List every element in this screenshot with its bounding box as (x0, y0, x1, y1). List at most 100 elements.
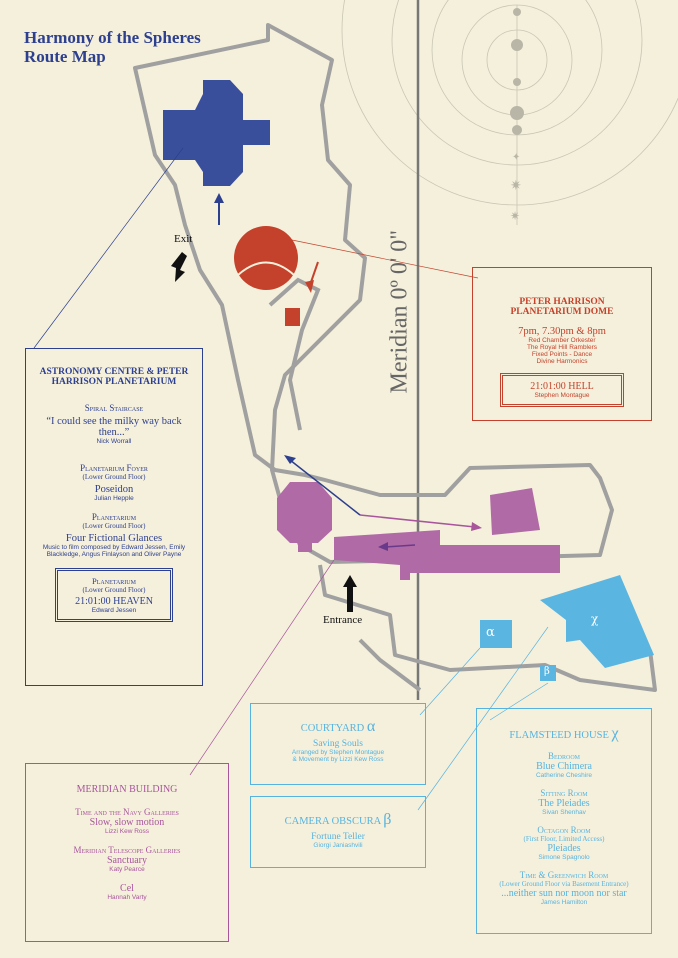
flamsteed-item-title: Pleiades (547, 843, 581, 854)
entrance-label: Entrance (323, 614, 363, 626)
camera-obscura-heading: CAMERA OBSCURA β (251, 811, 425, 829)
flamsteed-title: FLAMSTEED HOUSE (509, 730, 609, 741)
flamsteed-item-note: (First Floor, Limited Access) (523, 835, 605, 843)
dome-feature-title: 21:01:00 HELL (530, 381, 594, 392)
exit-arrow-icon (171, 252, 187, 282)
astro-item: Spiral Staircase “I could see the milky … (26, 403, 202, 445)
camera-obscura-credit: Giorgi Janiashvili (313, 842, 363, 849)
astro-item-title: Poseidon (94, 484, 134, 495)
astro-feature-note: (Lower Ground Floor) (82, 586, 146, 594)
dome-act: Divine Harmonics (536, 358, 588, 365)
svg-text:✷: ✷ (510, 209, 520, 223)
astro-item-credit: Music to film composed by Edward Jessen,… (42, 544, 186, 558)
flamsteed-item-location: Time & Greenwich Room (519, 870, 609, 880)
camera-obscura-symbol: β (383, 811, 392, 828)
meridian-item-credit: Hannah Varty (107, 894, 147, 901)
orrery-planets: ✷ ✷ ✦ (510, 8, 524, 223)
courtyard-credit-2: & Movement by Lizzi Kew Ross (292, 756, 384, 763)
courtyard-symbol: α (366, 718, 376, 735)
title-line-1: Harmony of the Spheres (24, 28, 201, 47)
route-inner-wall (268, 277, 321, 431)
meridian-label: Meridian 0º 0' 0" (386, 229, 413, 394)
astro-title-1: ASTRONOMY CENTRE & PETER (39, 367, 189, 377)
meridian-item: Cel Hannah Varty (26, 883, 228, 901)
flamsteed-item-credit: Catherine Cheshire (535, 772, 592, 779)
astro-item-credit: Nick Worrall (96, 438, 132, 445)
flamsteed-item-title: The Pleiades (538, 798, 590, 809)
dome-act: Red Chamber Orkester (528, 337, 596, 344)
courtyard-credit-1: Arranged by Stephen Montague (291, 749, 385, 756)
dome-connector (291, 239, 479, 279)
astro-title-2: HARRISON PLANETARIUM (51, 377, 177, 387)
astro-item-title: Four Fictional Glances (65, 533, 163, 544)
planetarium-dome-building (234, 226, 298, 290)
flamsteed-item-title: Blue Chimera (536, 761, 592, 772)
page-title: Harmony of the Spheres Route Map (24, 28, 201, 66)
flamsteed-item-location: Sitting Room (540, 788, 588, 798)
flamsteed-item-credit: Sivan Shenhav (542, 809, 586, 816)
svg-text:✷: ✷ (510, 178, 522, 194)
flamsteed-heading: FLAMSTEED HOUSE χ (477, 725, 651, 743)
camera-obscura-panel: CAMERA OBSCURA β Fortune Teller Giorgi J… (250, 796, 426, 868)
astronomy-centre-building (163, 80, 270, 186)
flamsteed-item-note: (Lower Ground Floor via Basement Entranc… (499, 880, 629, 888)
camera-obscura-marker (540, 665, 556, 681)
dome-feature-credit: Stephen Montague (534, 392, 590, 399)
astro-feature-title: 21:01:00 HEAVEN (75, 596, 153, 607)
astro-feature-location: Planetarium (92, 576, 136, 586)
astro-item-credit: Julian Hepple (94, 495, 134, 502)
beta-marker-label: β (544, 666, 550, 677)
meridian-building-main (334, 530, 560, 580)
camera-obscura-title: CAMERA OBSCURA (284, 816, 381, 827)
astro-item-location: Planetarium (91, 512, 137, 522)
alpha-marker-label: α (486, 625, 495, 640)
astro-item: Planetarium (Lower Ground Floor) Four Fi… (26, 512, 202, 558)
astro-item-note: (Lower Ground Floor) (82, 522, 146, 530)
dome-act: Fixed Points - Dance (531, 351, 593, 358)
meridian-building-east (490, 488, 540, 535)
svg-text:✦: ✦ (512, 152, 520, 163)
meridian-title: MERIDIAN BUILDING (76, 784, 178, 795)
flamsteed-item-location: Octagon Room (537, 825, 591, 835)
meridian-item-credit: Katy Pearce (109, 866, 145, 873)
meridian-item-title: Slow, slow motion (89, 817, 165, 828)
astro-feature-credit: Edward Jessen (91, 607, 137, 614)
flamsteed-house-panel: FLAMSTEED HOUSE χ Bedroom Blue Chimera C… (476, 708, 652, 934)
courtyard-panel: COURTYARD α Saving Souls Arranged by Ste… (250, 703, 426, 785)
meridian-item-location: Time and the Navy Galleries (75, 807, 179, 817)
flamsteed-item: Time & Greenwich Room (Lower Ground Floo… (477, 870, 651, 906)
planetarium-dome-panel: PETER HARRISON PLANETARIUM DOME 7pm, 7.3… (472, 267, 652, 421)
flamsteed-symbol: χ (611, 725, 619, 742)
meridian-item-credit: Lizzi Kew Ross (104, 828, 150, 835)
planetarium-annex (285, 308, 300, 326)
meridian-building-panel: MERIDIAN BUILDING Time and the Navy Gall… (25, 763, 229, 942)
dome-act: The Royal Hill Ramblers (526, 344, 598, 351)
astro-item-note: (Lower Ground Floor) (82, 473, 146, 481)
astro-item-title: “I could see the milky way back then...” (46, 416, 182, 438)
meridian-item-title: Cel (120, 883, 134, 894)
camera-obscura-work: Fortune Teller (311, 832, 365, 842)
courtyard-title: COURTYARD (300, 723, 365, 734)
meridian-building-octagon (277, 482, 332, 543)
meridian-item: Meridian Telescope Galleries Sanctuary K… (26, 845, 228, 873)
flamsteed-item: Octagon Room (First Floor, Limited Acces… (477, 825, 651, 861)
astronomy-centre-panel: ASTRONOMY CENTRE & PETER HARRISON PLANET… (25, 348, 203, 686)
dome-title-2: PLANETARIUM DOME (510, 307, 614, 317)
flamsteed-item-credit: James Hamilton (540, 899, 588, 906)
courtyard-work: Saving Souls (313, 739, 363, 749)
astro-item-location: Spiral Staircase (84, 403, 144, 413)
dome-title-1: PETER HARRISON (519, 297, 605, 307)
meridian-item-title: Sanctuary (107, 855, 147, 866)
chi-marker-label: χ (591, 612, 599, 626)
astro-item: Planetarium Foyer (Lower Ground Floor) P… (26, 463, 202, 502)
entrance-arrow-icon (343, 575, 357, 612)
courtyard-heading: COURTYARD α (251, 718, 425, 736)
dome-feature-box: 21:01:00 HELL Stephen Montague (500, 373, 624, 407)
title-line-2: Route Map (24, 47, 106, 66)
astro-feature-box: Planetarium (Lower Ground Floor) 21:01:0… (55, 568, 173, 622)
exit-label: Exit (174, 233, 193, 245)
flamsteed-item-credit: Simone Spagnolo (538, 854, 590, 861)
meridian-item-location: Meridian Telescope Galleries (73, 845, 181, 855)
courtyard-marker (480, 620, 512, 648)
